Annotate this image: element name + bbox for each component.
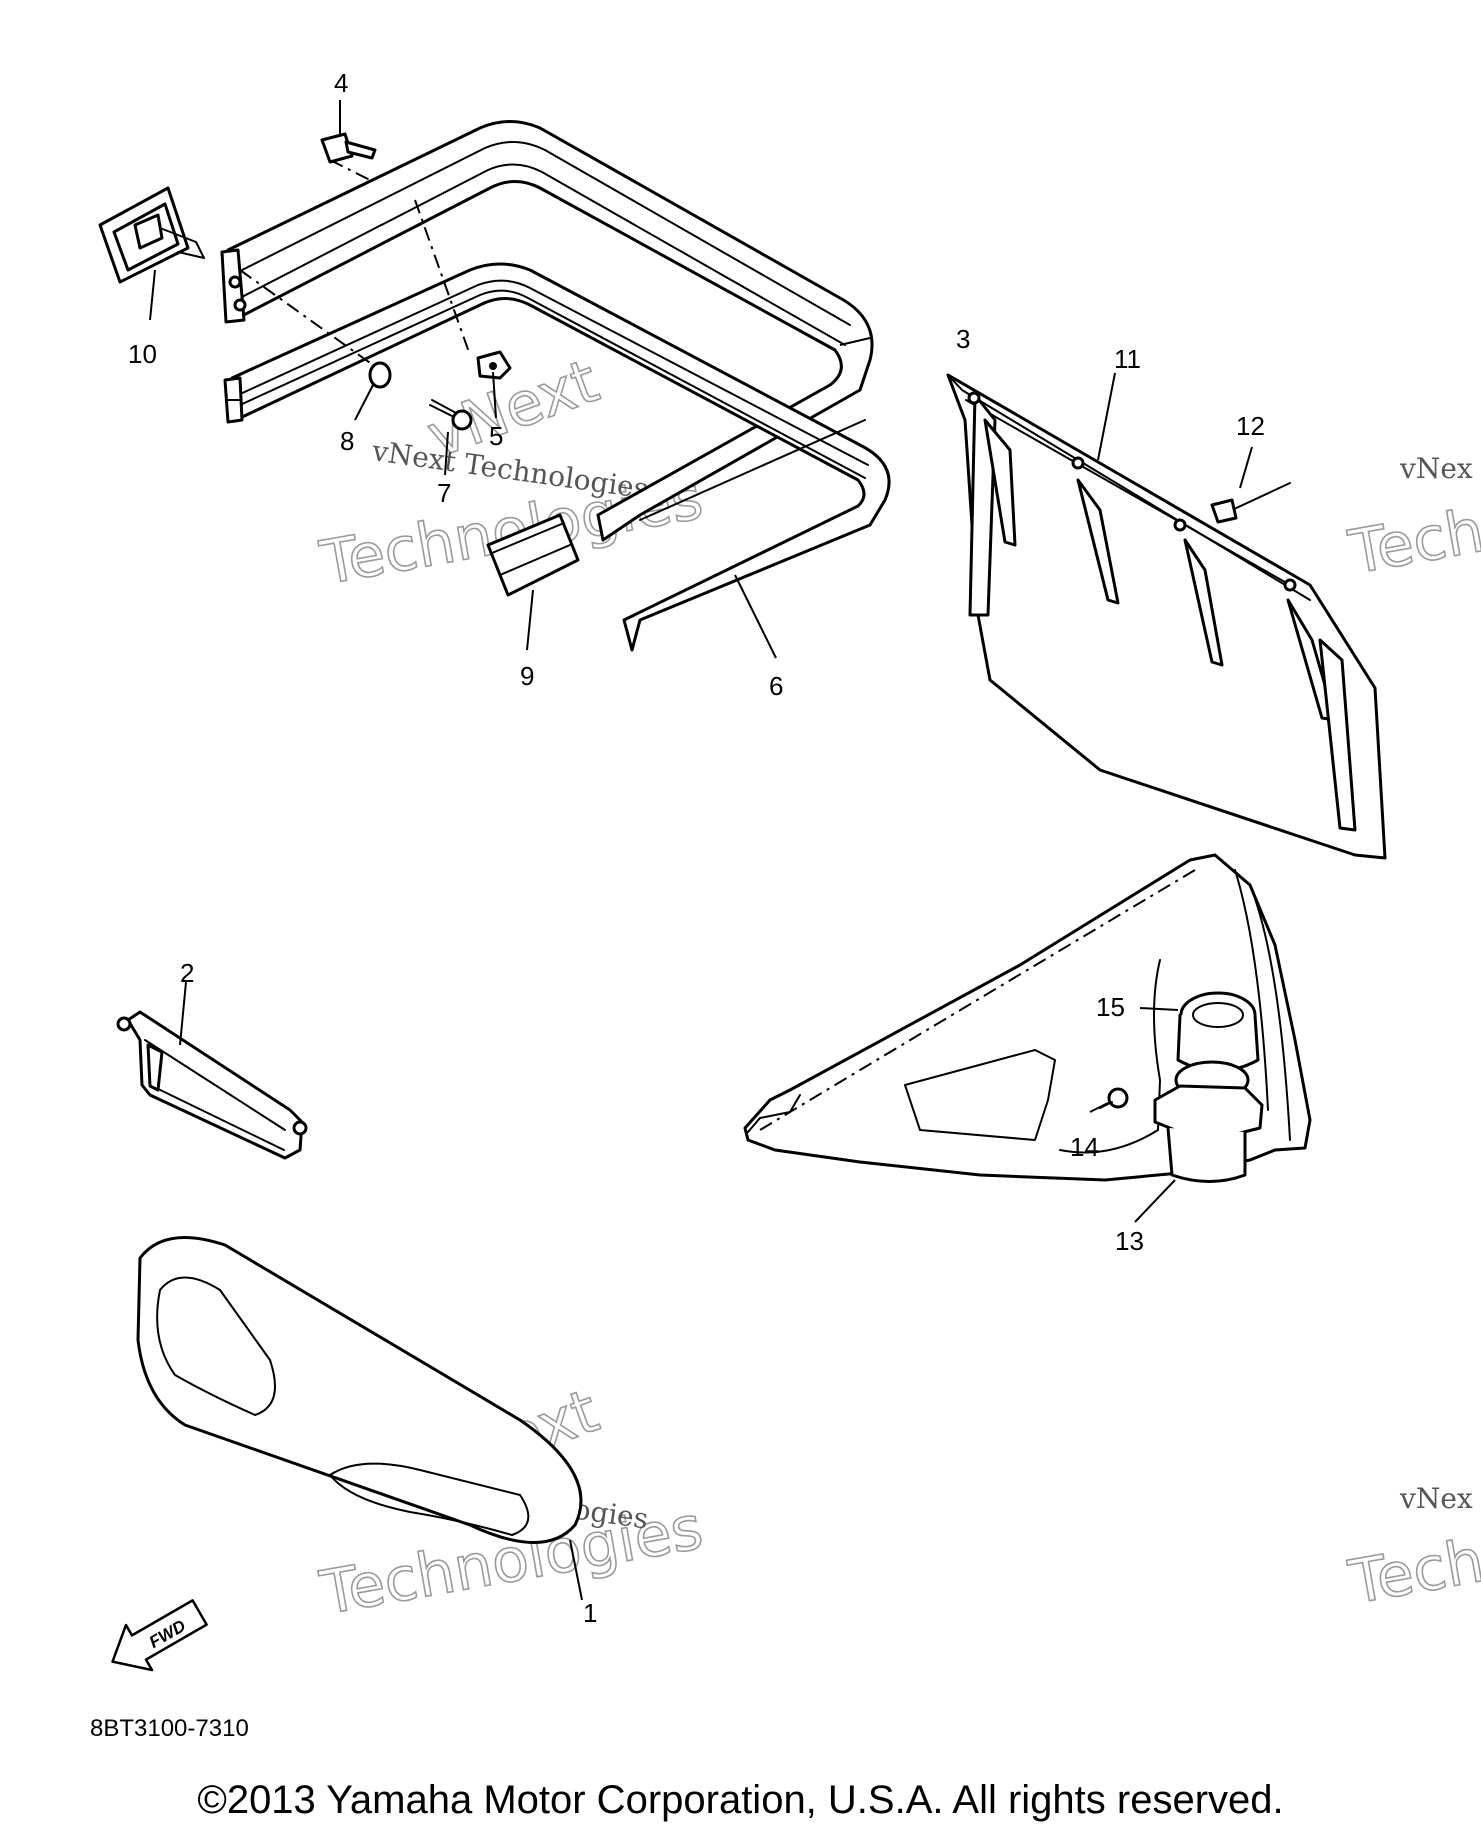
- rail-part-3: [220, 120, 874, 542]
- assembly-lines: [239, 159, 471, 371]
- rubber-stop-part-15: [1176, 991, 1260, 1073]
- end-cap-part-10: [98, 186, 205, 284]
- callout-labels: 1 2 3 4 5 6 7 8 9 10 11 12 13 14 15: [128, 68, 1265, 1628]
- callout-5: 5: [489, 421, 503, 451]
- clip-part-12: [1210, 482, 1291, 524]
- callout-12: 12: [1236, 411, 1265, 441]
- callout-8: 8: [340, 426, 354, 456]
- callout-2: 2: [180, 958, 194, 988]
- cowl-part-1: [136, 1235, 583, 1544]
- watermark-edge-2: Tech: [1344, 496, 1481, 588]
- fwd-arrow-icon: FWD: [111, 1599, 208, 1672]
- watermark-edge-4: Tech: [1344, 1526, 1481, 1618]
- callout-11: 11: [1114, 344, 1141, 374]
- nut-part-5: [476, 350, 512, 380]
- callout-4: 4: [334, 68, 348, 98]
- watermark-edge-1: vNex: [1399, 452, 1473, 485]
- washer-part-8: [368, 361, 392, 389]
- bolt-part-4: [320, 132, 377, 164]
- callout-7: 7: [437, 478, 451, 508]
- callout-13: 13: [1115, 1226, 1144, 1256]
- callout-1: 1: [583, 1598, 597, 1628]
- copyright-notice: ©2013 Yamaha Motor Corporation, U.S.A. A…: [197, 1778, 1284, 1822]
- rubber-stop-part-13: [1153, 1060, 1264, 1183]
- handle-part-2: [116, 1010, 308, 1160]
- pad-part-9: [486, 513, 580, 597]
- callout-14: 14: [1070, 1132, 1099, 1162]
- callout-3: 3: [956, 324, 970, 354]
- diagram-code: 8BT3100-7310: [90, 1715, 249, 1742]
- leader-lines: [149, 100, 1253, 1601]
- rubber-strip-part-6: [223, 262, 891, 652]
- screw-part-7: [429, 399, 473, 431]
- callout-9: 9: [520, 661, 534, 691]
- callout-6: 6: [769, 671, 783, 701]
- callout-10: 10: [128, 339, 157, 369]
- panel-part-11: [946, 373, 1387, 860]
- callout-15: 15: [1096, 992, 1125, 1022]
- watermark-edge-3: vNex: [1399, 1482, 1473, 1515]
